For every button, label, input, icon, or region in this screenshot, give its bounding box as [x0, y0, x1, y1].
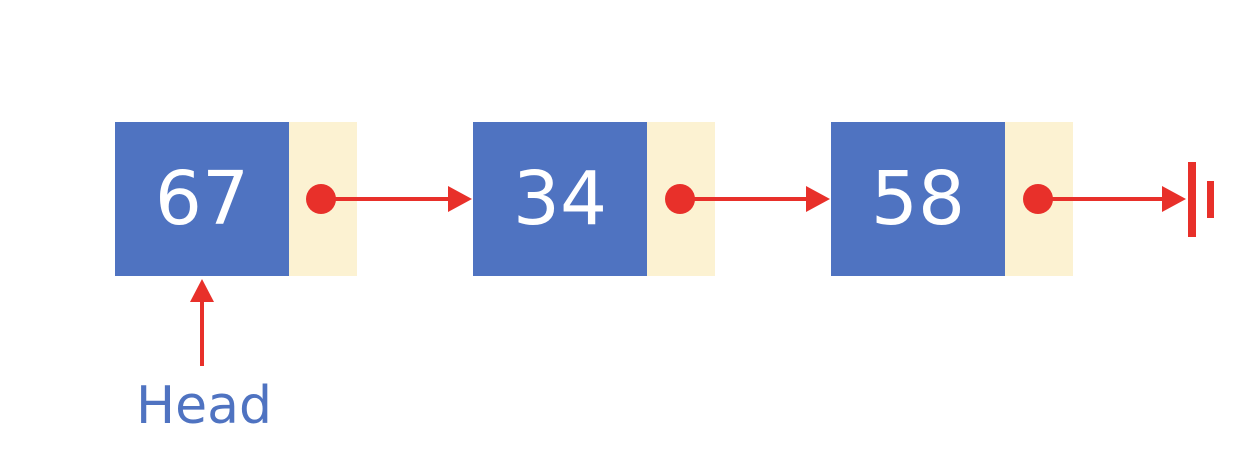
node-data-cell: 58 [831, 122, 1005, 276]
arrow-head-icon [1162, 186, 1186, 212]
arrow-head-icon [806, 186, 830, 212]
arrow-head-icon [448, 186, 472, 212]
node-data-cell: 34 [473, 122, 647, 276]
node-value: 67 [154, 156, 250, 242]
head-label: Head [136, 376, 272, 436]
arrow-up-icon [190, 279, 214, 302]
node-data-cell: 67 [115, 122, 289, 276]
node-value: 34 [512, 156, 608, 242]
node-value: 58 [870, 156, 966, 242]
null-ground-icon [1188, 162, 1214, 237]
